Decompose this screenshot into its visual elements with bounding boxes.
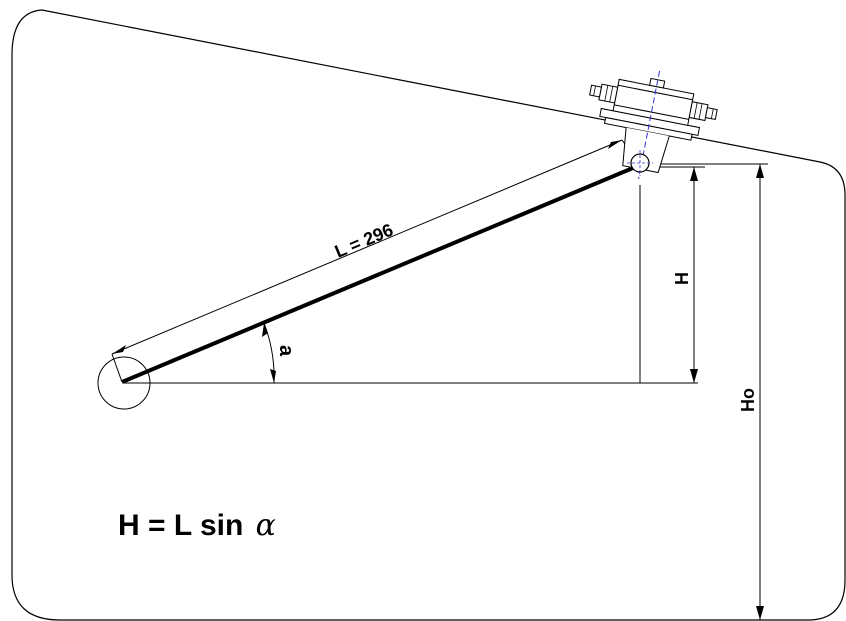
formula-text: H = L sin bbox=[118, 509, 252, 542]
height-dimension bbox=[648, 166, 705, 383]
sensor-housing bbox=[589, 70, 718, 179]
angle-arc bbox=[262, 322, 276, 384]
total-height-label: Ho bbox=[738, 388, 758, 412]
tank-outline bbox=[11, 9, 846, 621]
float-arm bbox=[121, 163, 641, 384]
formula-alpha-symbol: α bbox=[256, 508, 276, 543]
angle-label: a bbox=[275, 345, 297, 357]
formula: H = L sin α bbox=[118, 508, 276, 543]
total-height-dimension bbox=[660, 163, 768, 620]
length-label: L = 296 bbox=[332, 220, 396, 262]
length-dimension bbox=[111, 139, 641, 383]
height-label: H bbox=[672, 272, 692, 285]
